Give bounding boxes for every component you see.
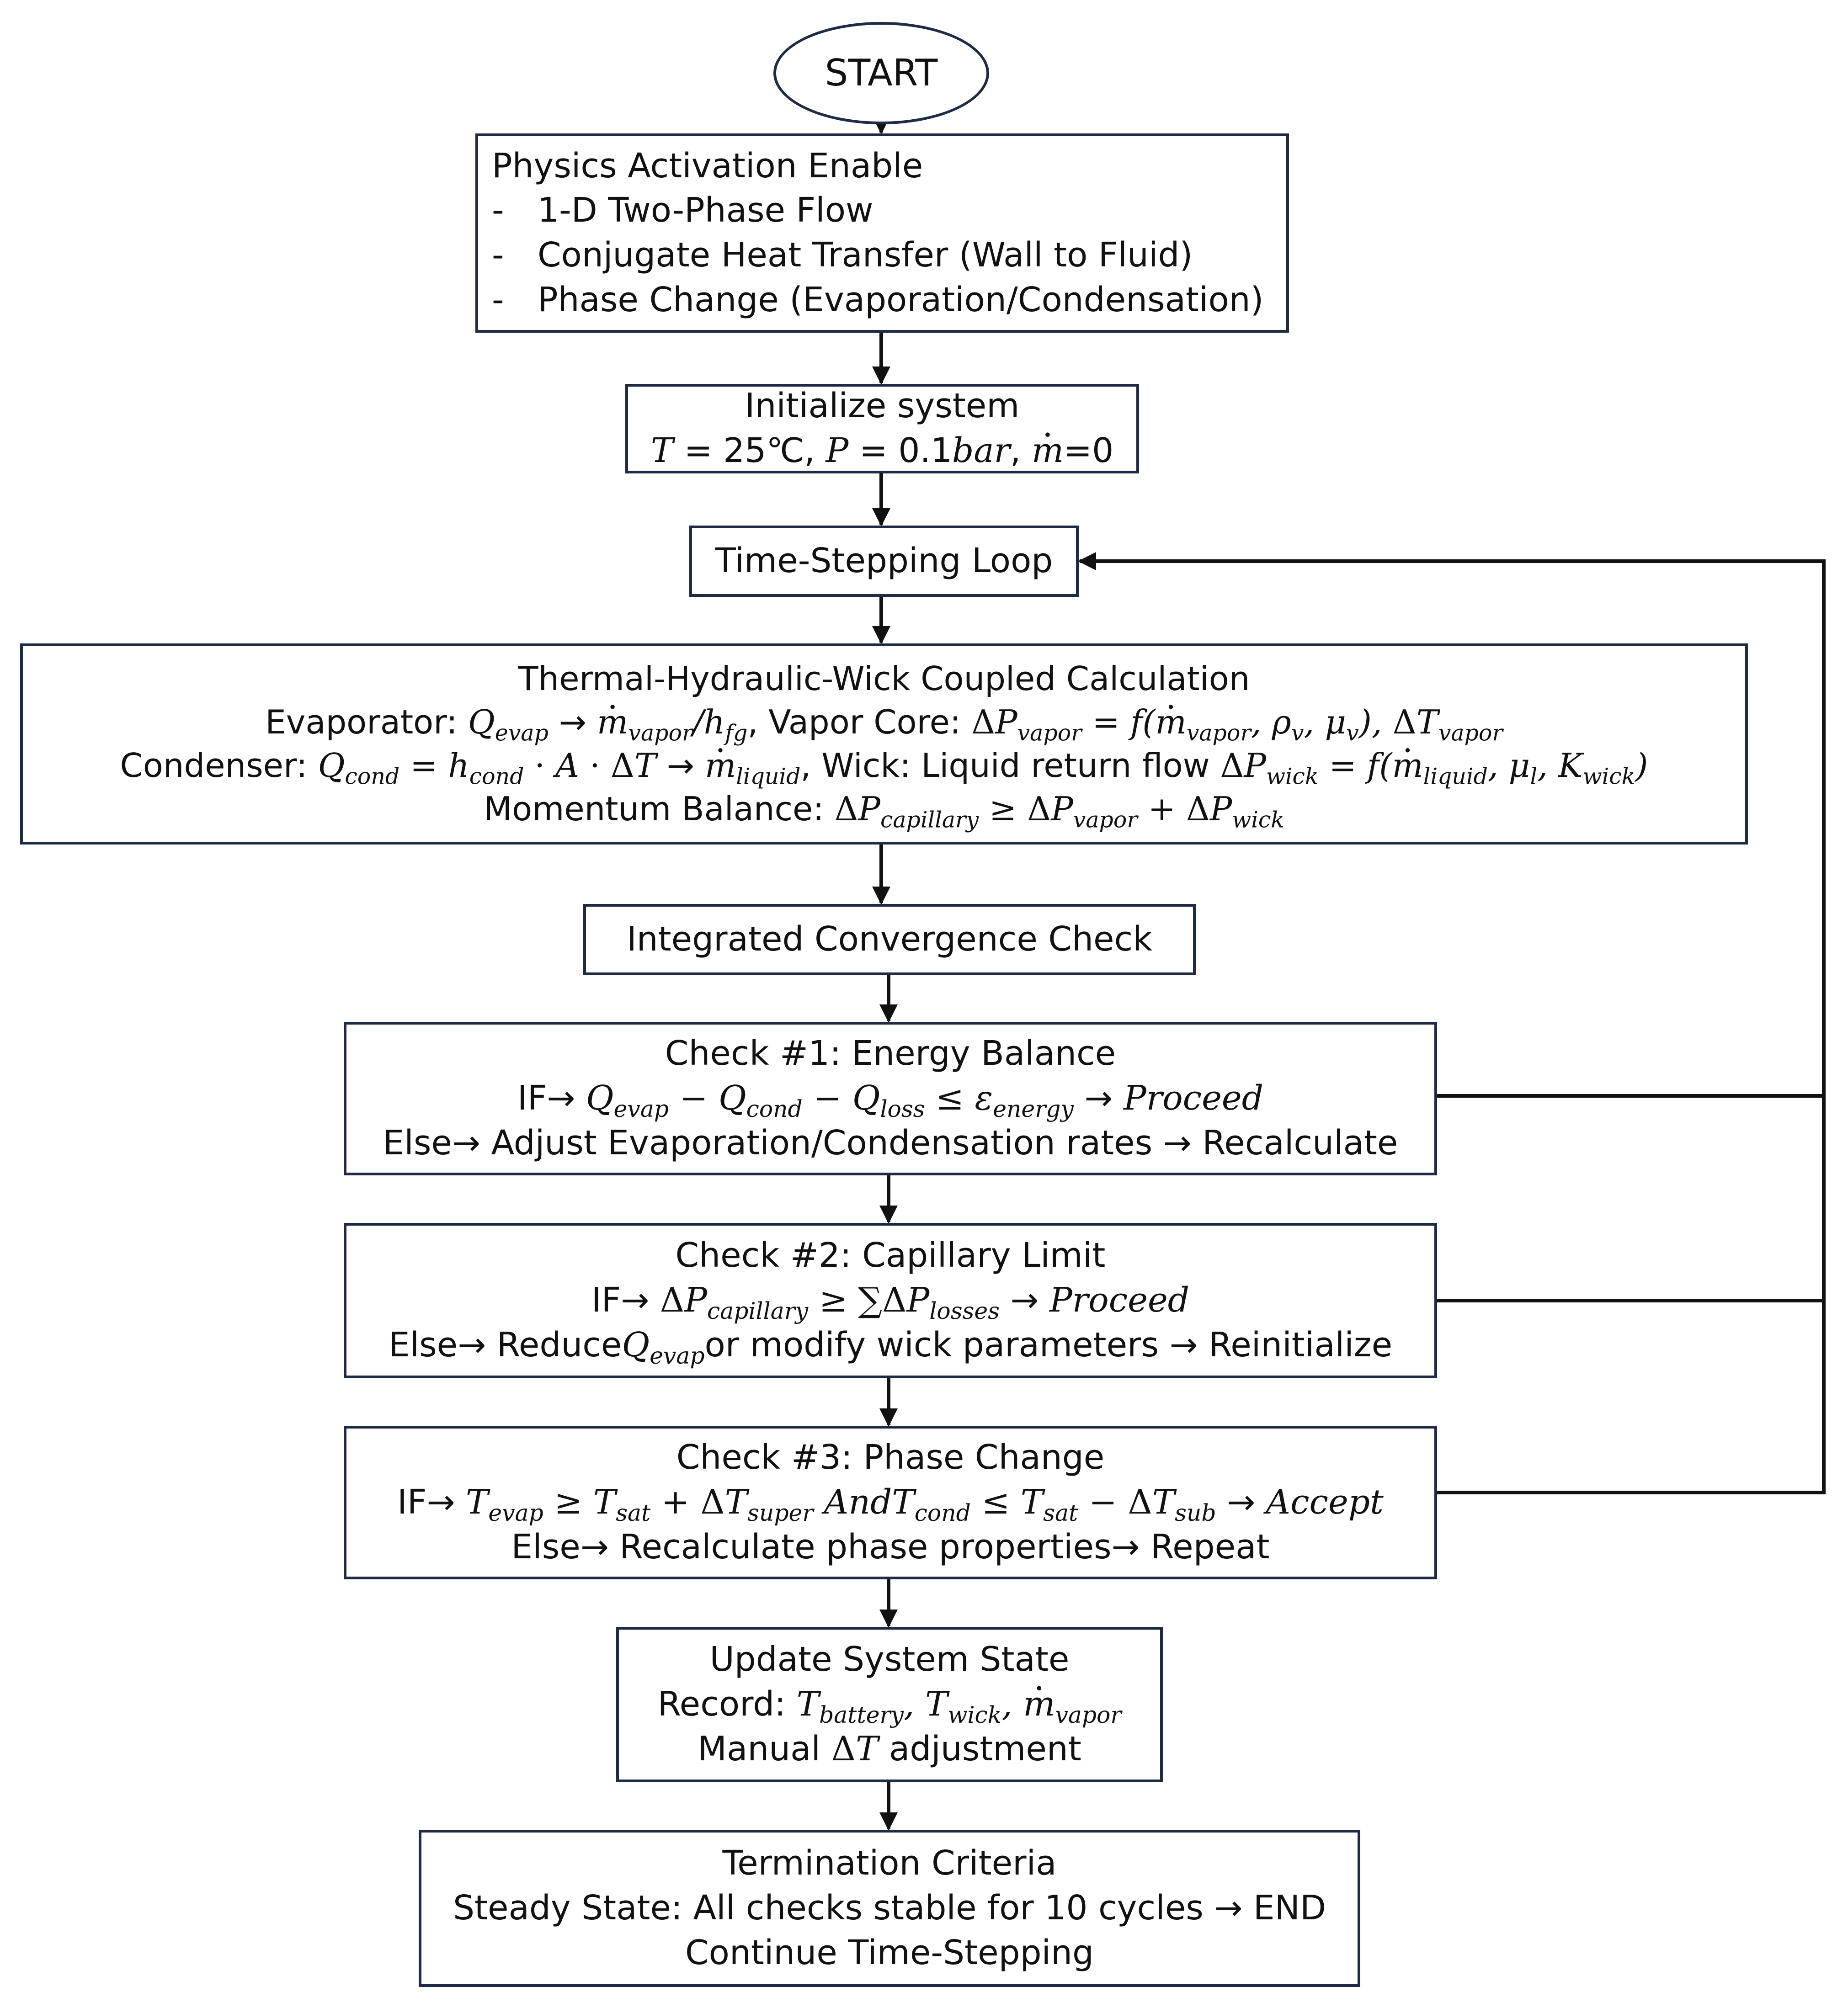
initialize-system-box: Initialize system T = 25℃, P = 0.1bar, m… <box>625 384 1139 473</box>
start-terminal: START <box>773 22 989 124</box>
update-record-line: Record: Tbattery, Twick, mvapor <box>658 1682 1122 1727</box>
termination-continue: Continue Time-Stepping <box>685 1933 1094 1972</box>
termination-steady-state: Steady State: All checks stable for 10 c… <box>453 1888 1326 1928</box>
momentum-balance-line: Momentum Balance: ΔPcapillary ≥ ΔPvapor … <box>484 790 1284 833</box>
check2-capillary-limit-box: Check #2: Capillary Limit IF→ ΔPcapillar… <box>344 1223 1437 1378</box>
termination-criteria-box: Termination Criteria Steady State: All c… <box>419 1830 1360 1987</box>
check2-condition: IF→ ΔPcapillary ≥ ∑ΔPlosses → Proceed <box>591 1280 1190 1325</box>
check1-else: Else→ Adjust Evaporation/Condensation ra… <box>383 1123 1398 1163</box>
check2-title: Check #2: Capillary Limit <box>675 1236 1106 1275</box>
physics-item: -Phase Change (Evaporation/Condensation) <box>492 280 1264 319</box>
init-title: Initialize system <box>745 386 1020 426</box>
physics-activation-box: Physics Activation Enable -1-D Two-Phase… <box>475 133 1289 333</box>
check1-energy-balance-box: Check #1: Energy Balance IF→ Qevap − Qco… <box>344 1022 1437 1175</box>
update-title: Update System State <box>709 1640 1070 1679</box>
init-conditions: T = 25℃, P = 0.1bar, m=0 <box>651 429 1113 473</box>
physics-title: Physics Activation Enable <box>492 146 923 186</box>
check3-condition: IF→ Tevap ≥ Tsat + ΔTsuper AndTcond ≤ Ts… <box>397 1482 1384 1527</box>
loop-title: Time-Stepping Loop <box>715 541 1053 581</box>
check3-phase-change-box: Check #3: Phase Change IF→ Tevap ≥ Tsat … <box>344 1426 1437 1579</box>
convergence-check-box: Integrated Convergence Check <box>583 904 1196 975</box>
check3-title: Check #3: Phase Change <box>676 1438 1105 1477</box>
check1-condition: IF→ Qevap − Qcond − Qloss ≤ εenergy → Pr… <box>517 1078 1264 1123</box>
check3-else: Else→ Recalculate phase properties→ Repe… <box>511 1527 1270 1567</box>
physics-item: -1-D Two-Phase Flow <box>492 191 873 230</box>
convergence-title: Integrated Convergence Check <box>626 919 1153 959</box>
update-system-state-box: Update System State Record: Tbattery, Tw… <box>616 1627 1163 1782</box>
time-stepping-loop-box: Time-Stepping Loop <box>689 526 1079 597</box>
condenser-wick-line: Condenser: Qcond = hcond · A · ΔT → mliq… <box>120 744 1648 788</box>
update-manual-line: Manual ΔT adjustment <box>698 1729 1081 1769</box>
termination-title: Termination Criteria <box>722 1843 1057 1883</box>
coupled-title: Thermal-Hydraulic-Wick Coupled Calculati… <box>518 659 1250 698</box>
start-label: START <box>825 52 938 95</box>
check1-title: Check #1: Energy Balance <box>665 1034 1116 1073</box>
coupled-calculation-box: Thermal-Hydraulic-Wick Coupled Calculati… <box>20 643 1748 845</box>
check2-else: Else→ ReduceQevapor modify wick paramete… <box>388 1325 1393 1369</box>
physics-item: -Conjugate Heat Transfer (Wall to Fluid) <box>492 235 1193 275</box>
evaporator-vapor-core-line: Evaporator: Qevap → mvapor/hfg, Vapor Co… <box>265 701 1503 744</box>
